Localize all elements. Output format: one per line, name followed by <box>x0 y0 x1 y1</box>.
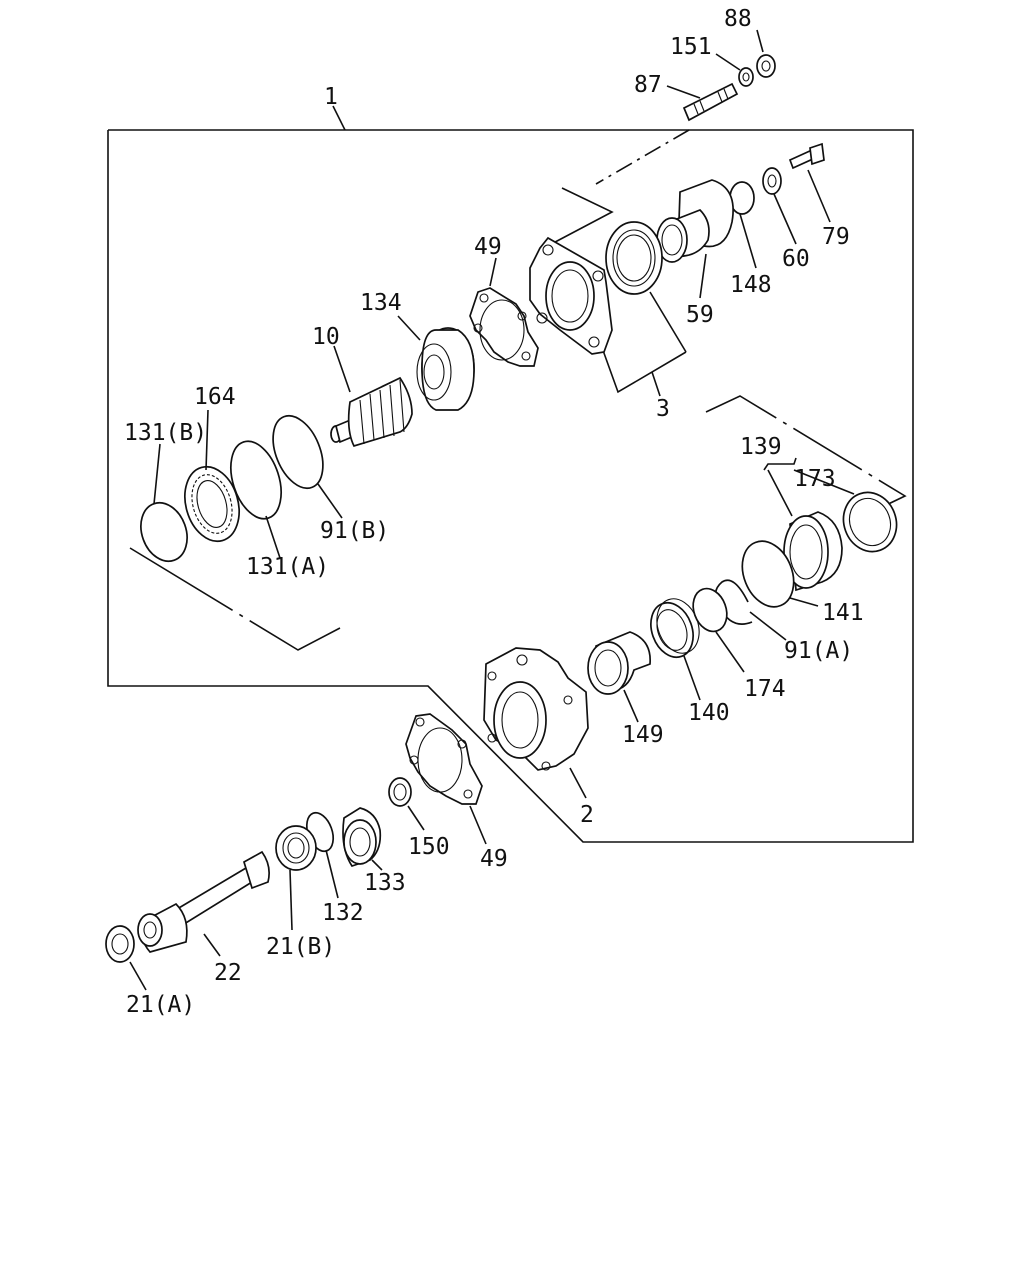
leader-164 <box>205 409 209 471</box>
callout-148: 148 <box>730 272 772 298</box>
leader-60 <box>773 193 797 245</box>
callout-88: 88 <box>724 6 752 32</box>
callout-22: 22 <box>214 960 242 986</box>
gasket-49-upper <box>469 287 539 367</box>
leader-151 <box>715 53 741 71</box>
callout-151: 151 <box>670 34 712 60</box>
case-2 <box>483 647 589 771</box>
leader-91b <box>317 483 343 519</box>
bolt-79 <box>788 142 825 170</box>
leader-3b <box>649 291 687 353</box>
callout-10: 10 <box>312 324 340 350</box>
leader-141 <box>789 597 819 607</box>
leader-88 <box>756 29 764 53</box>
bearing-3 <box>605 221 663 295</box>
axis-line-left <box>129 547 341 651</box>
callout-91a: 91(A) <box>784 638 853 664</box>
ring-91b <box>272 414 324 490</box>
leader-79 <box>807 169 831 223</box>
leader-59 <box>699 253 707 299</box>
leader-139b <box>767 469 793 517</box>
leader-150 <box>407 805 425 831</box>
callout-133: 133 <box>364 870 406 896</box>
ball-bearing-134 <box>416 327 475 411</box>
leader-131a <box>265 515 281 559</box>
oring-141 <box>741 540 795 608</box>
needle-bearing-150 <box>388 777 412 807</box>
callout-131b: 131(B) <box>124 420 207 446</box>
leader-10 <box>333 345 351 393</box>
gasket-49-lower <box>405 713 483 805</box>
leader-2 <box>569 767 587 799</box>
callout-164: 164 <box>194 384 236 410</box>
callout-79: 79 <box>822 224 850 250</box>
leader-22 <box>203 933 221 957</box>
seal-140 <box>650 598 700 659</box>
nut-88 <box>756 54 776 78</box>
callout-49-lower: 49 <box>480 846 508 872</box>
leader-174 <box>715 631 745 673</box>
stud-87 <box>682 82 739 122</box>
washer-151 <box>738 67 754 87</box>
leader-149 <box>623 689 639 723</box>
gear-shaft-22 <box>137 850 270 953</box>
callout-150: 150 <box>408 834 450 860</box>
axis-line-upper <box>539 187 614 251</box>
clutch-133 <box>342 807 382 868</box>
callout-134: 134 <box>360 290 402 316</box>
callout-132: 132 <box>322 900 364 926</box>
callout-21b: 21(B) <box>266 934 335 960</box>
needle-cage-164 <box>184 465 240 543</box>
callout-49-upper: 49 <box>474 234 502 260</box>
leader-91a <box>749 611 787 641</box>
axis-line-stud <box>595 129 690 185</box>
axis-line-right <box>705 395 907 509</box>
leader-21a <box>129 961 147 991</box>
sleeve-149 <box>587 631 651 695</box>
callout-21a: 21(A) <box>126 992 195 1018</box>
callout-59: 59 <box>686 302 714 328</box>
callout-1: 1 <box>324 84 338 110</box>
callout-87: 87 <box>634 72 662 98</box>
callout-139: 139 <box>740 434 782 460</box>
callout-141: 141 <box>822 600 864 626</box>
leader-139c <box>793 469 855 495</box>
leader-134 <box>397 315 421 341</box>
leader-148 <box>739 213 757 269</box>
leader-49b <box>469 805 487 845</box>
flange-59 <box>656 179 734 263</box>
callout-3: 3 <box>656 396 670 422</box>
assembly-outline <box>107 129 914 843</box>
callout-140: 140 <box>688 700 730 726</box>
leader-140 <box>683 655 701 701</box>
ring-173 <box>842 491 898 553</box>
callout-2: 2 <box>580 802 594 828</box>
leader-133 <box>371 859 383 871</box>
leader-3a <box>599 341 687 394</box>
washer-60 <box>762 167 782 195</box>
leader-87 <box>666 85 701 99</box>
leader-132 <box>325 849 339 899</box>
callout-131a: 131(A) <box>246 554 329 580</box>
leader-49a <box>489 257 497 287</box>
leader-21b <box>289 869 293 931</box>
leader-131b <box>153 443 161 505</box>
seal-139 <box>783 511 843 592</box>
shaft-10 <box>330 376 413 448</box>
callout-60: 60 <box>782 246 810 272</box>
callout-149: 149 <box>622 722 664 748</box>
bearing-21a <box>105 925 135 963</box>
callout-173: 173 <box>794 466 836 492</box>
bearing-21b <box>275 825 317 871</box>
callout-91b: 91(B) <box>320 518 389 544</box>
leader-139a <box>763 457 797 471</box>
leader-1 <box>332 105 346 131</box>
leader-3c <box>651 371 661 397</box>
callout-174: 174 <box>744 676 786 702</box>
retainer-housing <box>529 236 613 355</box>
